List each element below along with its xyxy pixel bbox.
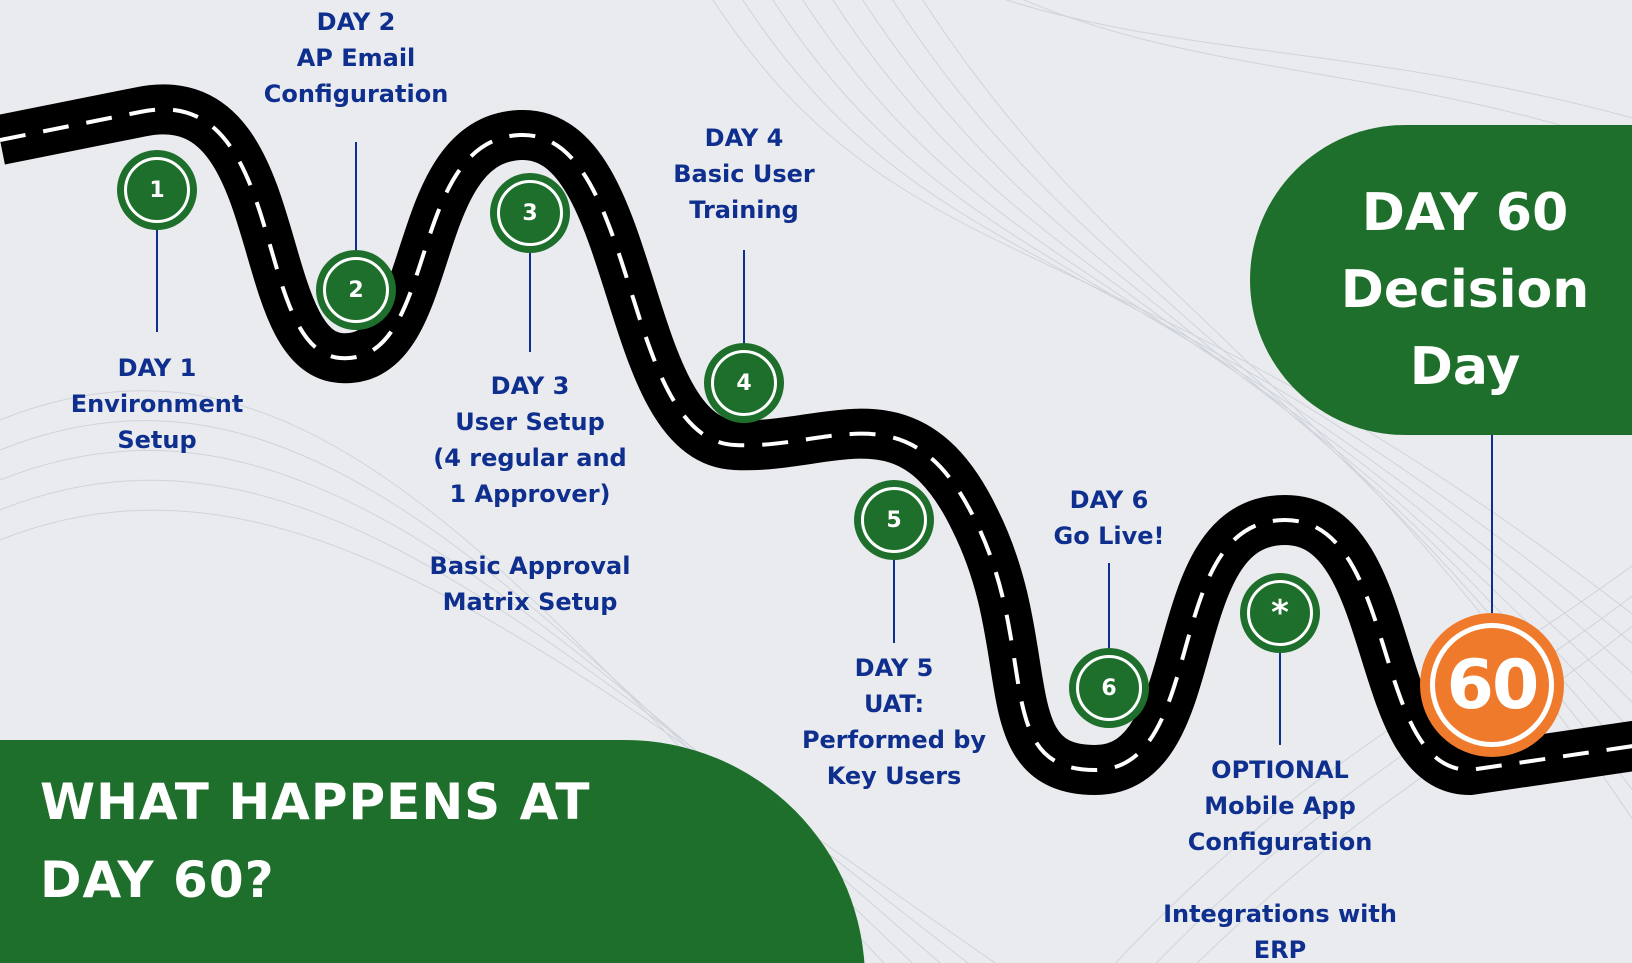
- decision-day-title: DAY 60 Decision Day: [1300, 175, 1630, 406]
- step-3-line-3: (4 regular and: [433, 444, 627, 472]
- step-6-line-2: Go Live!: [1053, 522, 1165, 550]
- optional-step-marker: *: [1240, 573, 1320, 653]
- step-6-marker: 6: [1069, 648, 1149, 728]
- step-5-line-2: UAT:: [863, 690, 925, 718]
- step-1-number: 1: [124, 157, 190, 223]
- asterisk-icon: *: [1247, 580, 1313, 646]
- step-5-day: DAY 5: [854, 654, 934, 682]
- question-line-1: WHAT HAPPENS AT: [40, 773, 591, 831]
- optional-step-line-4: [1163, 860, 1397, 896]
- optional-step-label: OPTIONAL Mobile App Configuration Integr…: [1163, 752, 1397, 963]
- step-3-line-4: 1 Approver): [449, 480, 611, 508]
- decision-line-3: Day: [1409, 337, 1521, 397]
- step-5-marker: 5: [854, 480, 934, 560]
- decision-line-2: Decision: [1340, 260, 1590, 320]
- step-5-number: 5: [861, 487, 927, 553]
- optional-step-line-1: OPTIONAL: [1211, 756, 1349, 784]
- step-6-number: 6: [1076, 655, 1142, 721]
- step-1-day: DAY 1: [117, 354, 197, 382]
- question-heading: WHAT HAPPENS AT DAY 60?: [40, 763, 740, 919]
- decision-day-panel: [1250, 125, 1632, 435]
- step-1-line-3: Setup: [117, 426, 197, 454]
- step-6-day: DAY 6: [1069, 486, 1149, 514]
- optional-step-line-2: Mobile App: [1204, 792, 1356, 820]
- step-1-label: DAY 1 Environment Setup: [71, 350, 244, 458]
- step-2-label: DAY 2 AP Email Configuration: [264, 4, 449, 112]
- step-2-line-3: Configuration: [263, 80, 449, 108]
- day-60-number: 60: [1430, 623, 1554, 747]
- step-4-line-2: Basic User: [673, 160, 815, 188]
- step-3-line-2: User Setup: [455, 408, 605, 436]
- optional-step-line-5: Integrations with: [1163, 900, 1397, 928]
- question-line-2: DAY 60?: [40, 851, 275, 909]
- step-3-day: DAY 3: [490, 372, 570, 400]
- step-3-line-7: Matrix Setup: [442, 588, 618, 616]
- step-4-number: 4: [711, 350, 777, 416]
- decision-line-1: DAY 60: [1361, 183, 1569, 243]
- step-2-line-2: AP Email: [296, 44, 416, 72]
- step-5-label: DAY 5 UAT: Performed by Key Users: [802, 650, 986, 794]
- step-4-label: DAY 4 Basic User Training: [673, 120, 814, 228]
- step-5-line-3: Performed by: [801, 726, 987, 754]
- step-4-marker: 4: [704, 343, 784, 423]
- optional-step-line-3: Configuration: [1187, 828, 1373, 856]
- step-4-day: DAY 4: [704, 124, 784, 152]
- step-2-number: 2: [323, 257, 389, 323]
- step-3-number: 3: [497, 180, 563, 246]
- step-1-line-2: Environment: [70, 390, 244, 418]
- step-3-line-5: [430, 512, 631, 548]
- step-3-label: DAY 3 User Setup (4 regular and 1 Approv…: [430, 368, 631, 620]
- step-3-marker: 3: [490, 173, 570, 253]
- step-3-line-6: Basic Approval: [429, 552, 631, 580]
- question-panel: [0, 740, 865, 963]
- step-2-day: DAY 2: [316, 8, 396, 36]
- step-4-line-3: Training: [689, 196, 799, 224]
- step-5-line-4: Key Users: [826, 762, 962, 790]
- optional-step-line-6: ERP: [1253, 936, 1307, 963]
- step-1-marker: 1: [117, 150, 197, 230]
- step-2-marker: 2: [316, 250, 396, 330]
- step-6-label: DAY 6 Go Live!: [1054, 482, 1165, 554]
- day-60-marker: 60: [1420, 613, 1564, 757]
